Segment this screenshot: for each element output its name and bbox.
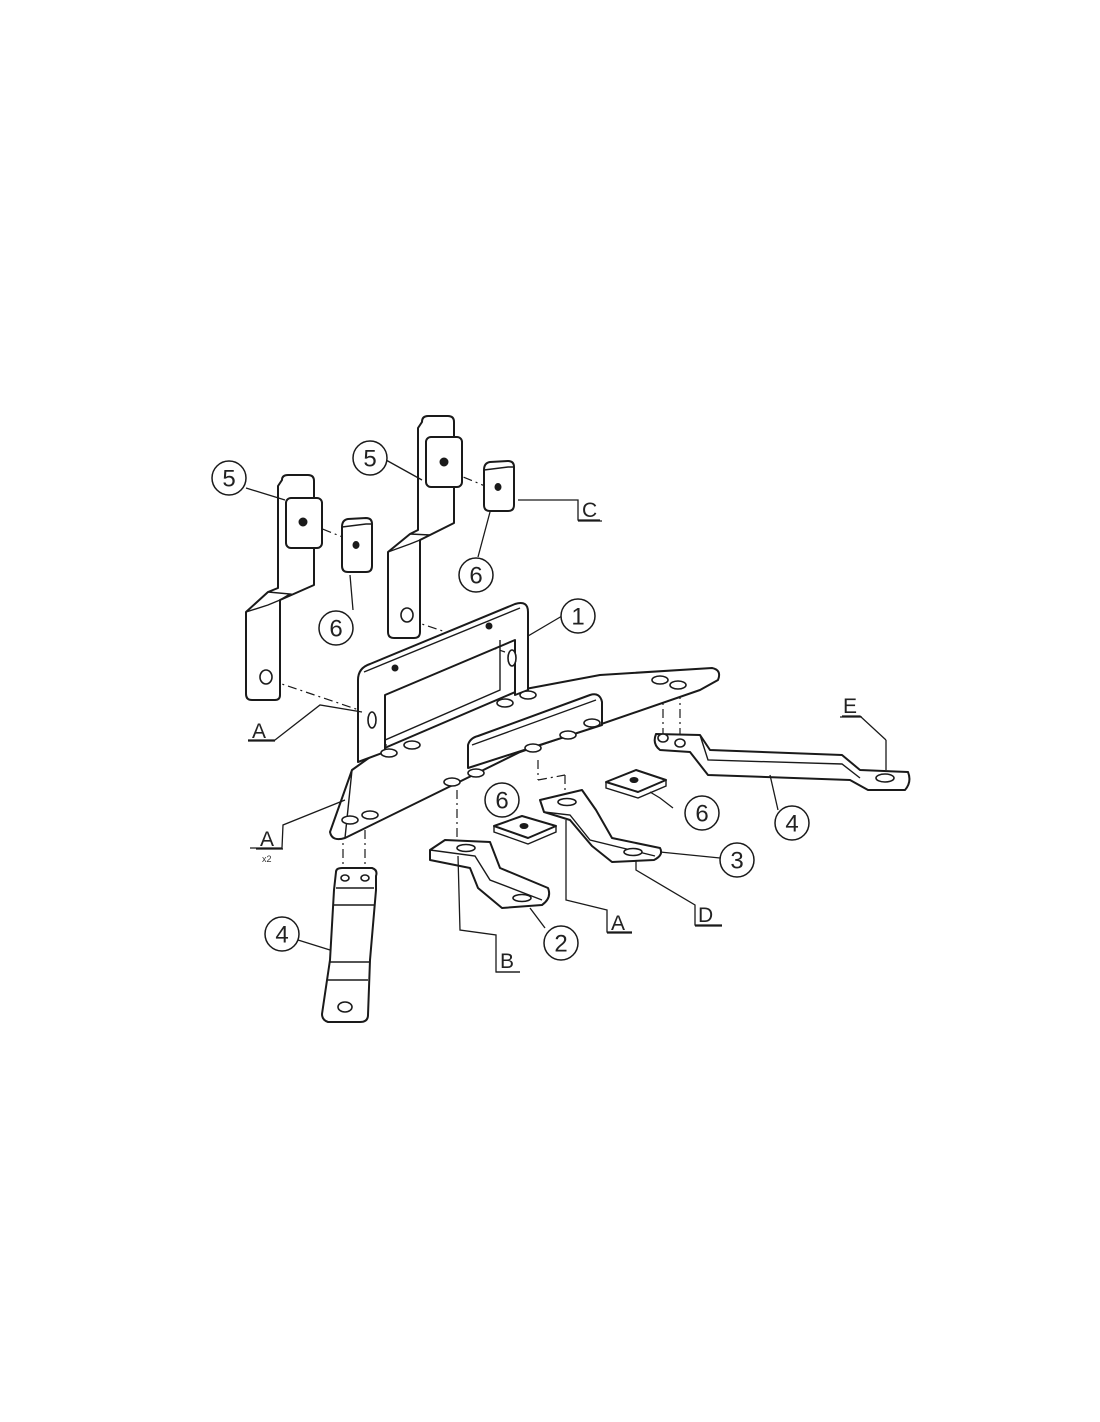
- part-1-main-plate: [329, 602, 721, 841]
- balloon-6-left-label: 6: [329, 616, 342, 643]
- balloon-6-mid: 6: [484, 782, 520, 818]
- balloon-3: 3: [719, 842, 755, 878]
- balloon-2: 2: [543, 925, 579, 961]
- balloon-5-mid: 5: [352, 440, 388, 476]
- balloon-3-label: 3: [730, 848, 743, 875]
- balloon-6-left: 6: [318, 610, 354, 646]
- balloon-4-left-label: 4: [275, 922, 288, 949]
- balloon-5-left-label: 5: [222, 466, 235, 493]
- balloon-6-upper-label: 6: [469, 563, 482, 590]
- part-4-right-strap: [653, 733, 911, 791]
- ref-b: B: [496, 950, 520, 973]
- ref-a-bottom: A: [607, 912, 632, 935]
- leader-lines: [245, 459, 887, 973]
- ref-e-label: E: [843, 695, 857, 718]
- balloon-6-mid-label: 6: [495, 788, 508, 815]
- balloon-5-mid-label: 5: [363, 446, 376, 473]
- part-6-left-pad: [341, 517, 373, 573]
- ref-a-bottom-label: A: [611, 912, 625, 935]
- part-3-strap: [539, 789, 663, 863]
- balloon-6-right-label: 6: [695, 801, 708, 828]
- part-5-left-bracket: [245, 474, 323, 701]
- balloon-2-label: 2: [554, 931, 567, 958]
- ref-c: C: [578, 499, 602, 522]
- plate-slot-holes: [341, 675, 687, 825]
- ref-c-label: C: [582, 499, 597, 522]
- ref-a-lower-label: A: [260, 828, 274, 851]
- part-4-left-strap: [321, 867, 378, 1023]
- ref-a-lower-note: x2: [262, 854, 272, 864]
- part-6-right-pad: [605, 769, 667, 799]
- ref-a-left: A: [248, 720, 275, 743]
- part-2-strap: [429, 839, 551, 909]
- balloon-1: 1: [560, 598, 596, 634]
- ref-d-label: D: [698, 904, 713, 927]
- balloon-6-upper: 6: [458, 557, 494, 593]
- balloon-4-right: 4: [774, 805, 810, 841]
- ref-b-label: B: [500, 950, 514, 973]
- ref-a-left-label: A: [252, 720, 266, 743]
- ref-e: E: [840, 695, 862, 718]
- balloon-1-label: 1: [571, 604, 584, 631]
- balloon-6-right: 6: [684, 795, 720, 831]
- ref-d: D: [695, 904, 722, 927]
- part-5-mid-bracket: [387, 415, 463, 639]
- balloon-4-right-label: 4: [785, 811, 798, 838]
- part-6-mid-pad: [493, 815, 557, 845]
- balloon-4-left: 4: [264, 916, 300, 952]
- balloon-5-left: 5: [211, 460, 247, 496]
- part-6-upper-pad: [483, 460, 515, 512]
- ref-a-lower: A x2: [256, 828, 283, 864]
